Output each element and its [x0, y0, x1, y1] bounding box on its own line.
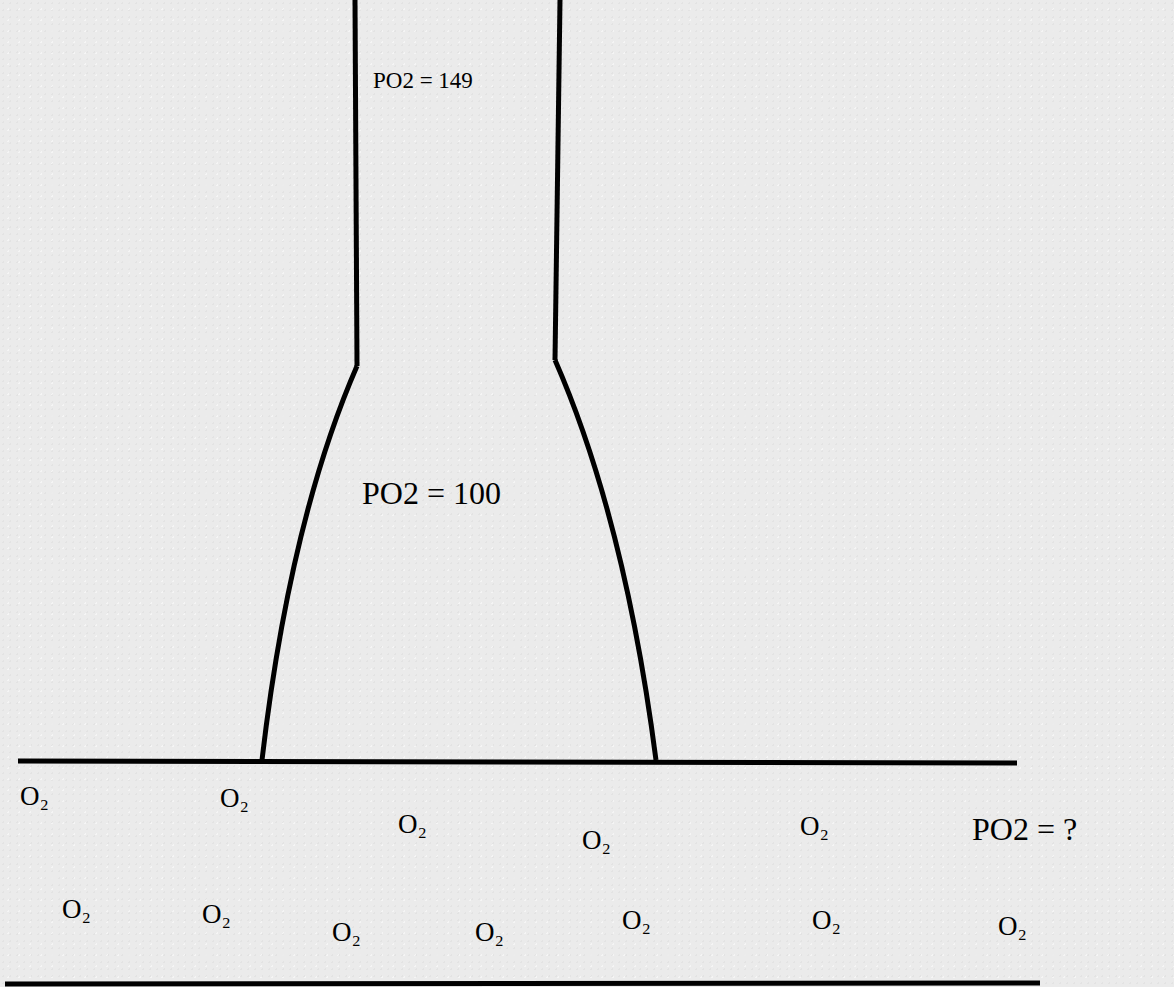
oxygen-molecule: O₂ [398, 810, 427, 840]
airway-wall [555, 0, 560, 360]
oxygen-molecule: O₂ [62, 895, 91, 925]
oxygen-molecule: O₂ [622, 906, 651, 936]
partial-pressure: PO2 = 100 [362, 476, 501, 511]
oxygen-molecule: O₂ [202, 900, 231, 930]
oxygen-molecule: O₂ [812, 906, 841, 936]
oxygen-molecule: O₂ [220, 784, 249, 814]
oxygen-molecule: O₂ [332, 918, 361, 948]
oxygen-molecule: O₂ [800, 812, 829, 842]
partial-pressure: PO2 = ? [972, 812, 1077, 847]
alveolus-wall [262, 366, 357, 760]
oxygen-molecule: O₂ [998, 912, 1027, 942]
membrane-line [18, 761, 1017, 763]
airway-wall [355, 0, 357, 366]
alveolus-wall [555, 360, 656, 760]
oxygen-molecule: O₂ [20, 782, 49, 812]
capillary-line [5, 983, 1040, 984]
oxygen-molecule: O₂ [475, 918, 504, 948]
partial-pressure: PO2 = 149 [373, 68, 473, 93]
oxygen-molecule: O₂ [582, 826, 611, 856]
